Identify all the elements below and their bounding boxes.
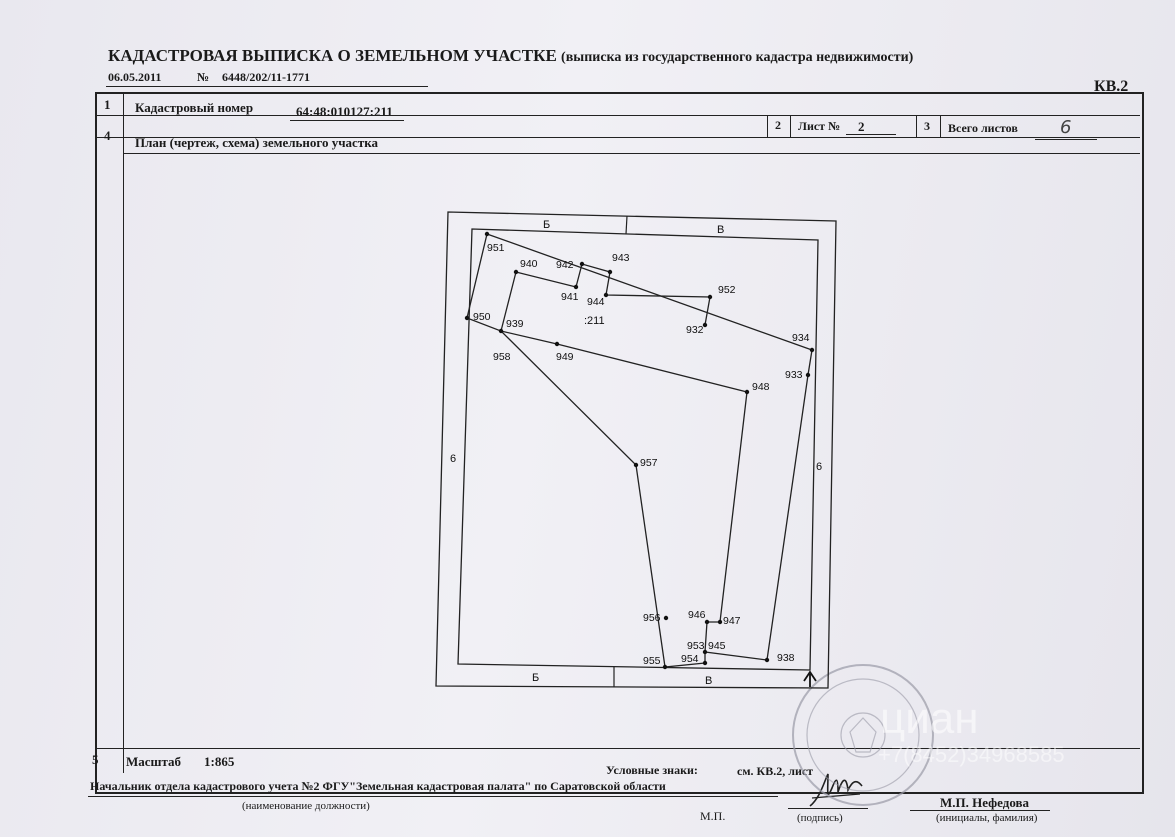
number-sign: № [197,70,210,84]
watermark-brand: циан [880,694,979,743]
row-5-top-line [96,748,1140,749]
cell-divider-3a [916,115,917,137]
row-1-number: 1 [104,97,111,112]
extract-number: 6448/202/11-1771 [222,70,311,84]
watermark-phone: +7(8452)34968585 [878,742,1065,767]
row-4-number: 4 [104,128,111,143]
cadastral-number-underline [290,120,404,121]
cell-divider-3b [940,115,941,137]
name-caption: (инициалы, фамилия) [936,812,1038,824]
cadastral-number-label: Кадастровый номер [135,100,254,115]
sheet-number-value: 2 [858,119,865,134]
position-caption: (наименование должности) [242,800,370,812]
sheet-number-label: Лист № [798,119,841,133]
official-position: Начальник отдела кадастрового учета №2 Ф… [90,779,666,793]
row-5-number: 5 [92,752,99,767]
row-2-bottom-line [96,137,1140,138]
scale-label: Масштаб [126,754,182,769]
form-code: КВ.2 [1094,78,1129,95]
stamp-place: М.П. [700,809,726,823]
sheet-number-underline [846,134,896,135]
total-sheets-underline [1035,139,1097,140]
scale-value: 1:865 [204,754,235,769]
signature-underline [788,808,868,809]
cadastral-number-value: 64:48:010127:211 [296,104,393,119]
name-underline [910,810,1050,811]
total-sheets-value: 6 [1060,117,1072,138]
issue-date: 06.05.2011 [108,70,162,84]
legend-label: Условные знаки: [606,763,698,777]
total-sheets-label: Всего листов [948,121,1018,135]
legend-value: см. КВ.2, лист [737,764,814,778]
round-stamp [792,664,934,806]
number-column-divider [123,93,124,773]
signature-caption: (подпись) [797,812,843,824]
plan-label: План (чертеж, схема) земельного участка [135,135,378,150]
row-4-header-line [124,153,1140,154]
position-underline [88,796,778,797]
document-subtitle: (выписка из государственного кадастра не… [561,50,914,65]
row-2-number: 2 [775,118,781,132]
form-frame [95,92,1144,794]
official-name: М.П. Нефедова [940,795,1030,810]
document-title: КАДАСТРОВАЯ ВЫПИСКА О ЗЕМЕЛЬНОМ УЧАСТКЕ … [108,46,914,65]
header-underline [106,86,428,87]
row-1-bottom-line [96,115,1140,116]
handwritten-signature [809,773,863,807]
cell-divider-2b [790,115,791,137]
cell-divider-2a [767,115,768,137]
row-3-number: 3 [924,119,930,133]
